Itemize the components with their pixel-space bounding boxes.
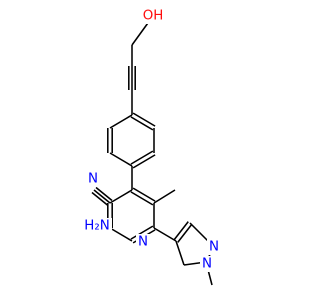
- bond-z3-z4: [175, 240, 185, 266]
- atom-label-pyridine-nitrogen: N: [136, 234, 150, 250]
- pyrazole-nitrogen-2-label: N: [209, 240, 219, 255]
- bond-z4-z5-second: [173, 221, 189, 241]
- bond-y5-me: [153, 189, 176, 204]
- pyrazole-nitrogen-1-label: N: [202, 257, 212, 272]
- amino-group-label: H₂N: [84, 219, 109, 234]
- bond-p4-p5: [109, 152, 133, 167]
- bond-p3-p4: [130, 150, 154, 165]
- bond-yn-y6-second: [130, 225, 154, 240]
- molecule-canvas: OH N H₂N N N N: [82, 8, 221, 286]
- bond-p6-p1: [109, 114, 133, 129]
- bond-y4-y3: [109, 189, 133, 204]
- atom-label-hydroxyl: OH: [141, 8, 165, 24]
- atom-label-amino: H₂N: [82, 218, 112, 234]
- bond-y5-y4-second: [130, 191, 154, 206]
- bond-y5-y4: [132, 187, 156, 202]
- atom-label-pyrazole-nitrogen-2: N: [207, 239, 221, 255]
- bond-y3-cn-third: [91, 191, 109, 207]
- atom-label-layer: OH N H₂N N N N: [82, 8, 221, 272]
- bond-y3-cn-second: [95, 186, 113, 202]
- bond-y6-z4: [153, 227, 177, 242]
- pyridine-nitrogen-label: N: [138, 235, 148, 250]
- bond-y3-cn: [93, 189, 111, 204]
- bond-layer: [91, 15, 215, 286]
- bond-y2-yn: [109, 227, 133, 242]
- atom-label-nitrile-nitrogen: N: [86, 171, 100, 187]
- bond-p1-p2-second: [132, 112, 156, 127]
- bond-p1-p2: [130, 116, 154, 131]
- atom-label-pyrazole-nitrogen-1: N: [200, 256, 214, 272]
- hydroxyl-label: OH: [143, 9, 164, 24]
- nitrile-nitrogen-label: N: [88, 172, 98, 187]
- bond-p3-p4-second: [132, 154, 156, 169]
- bond-z4-z5: [177, 223, 193, 243]
